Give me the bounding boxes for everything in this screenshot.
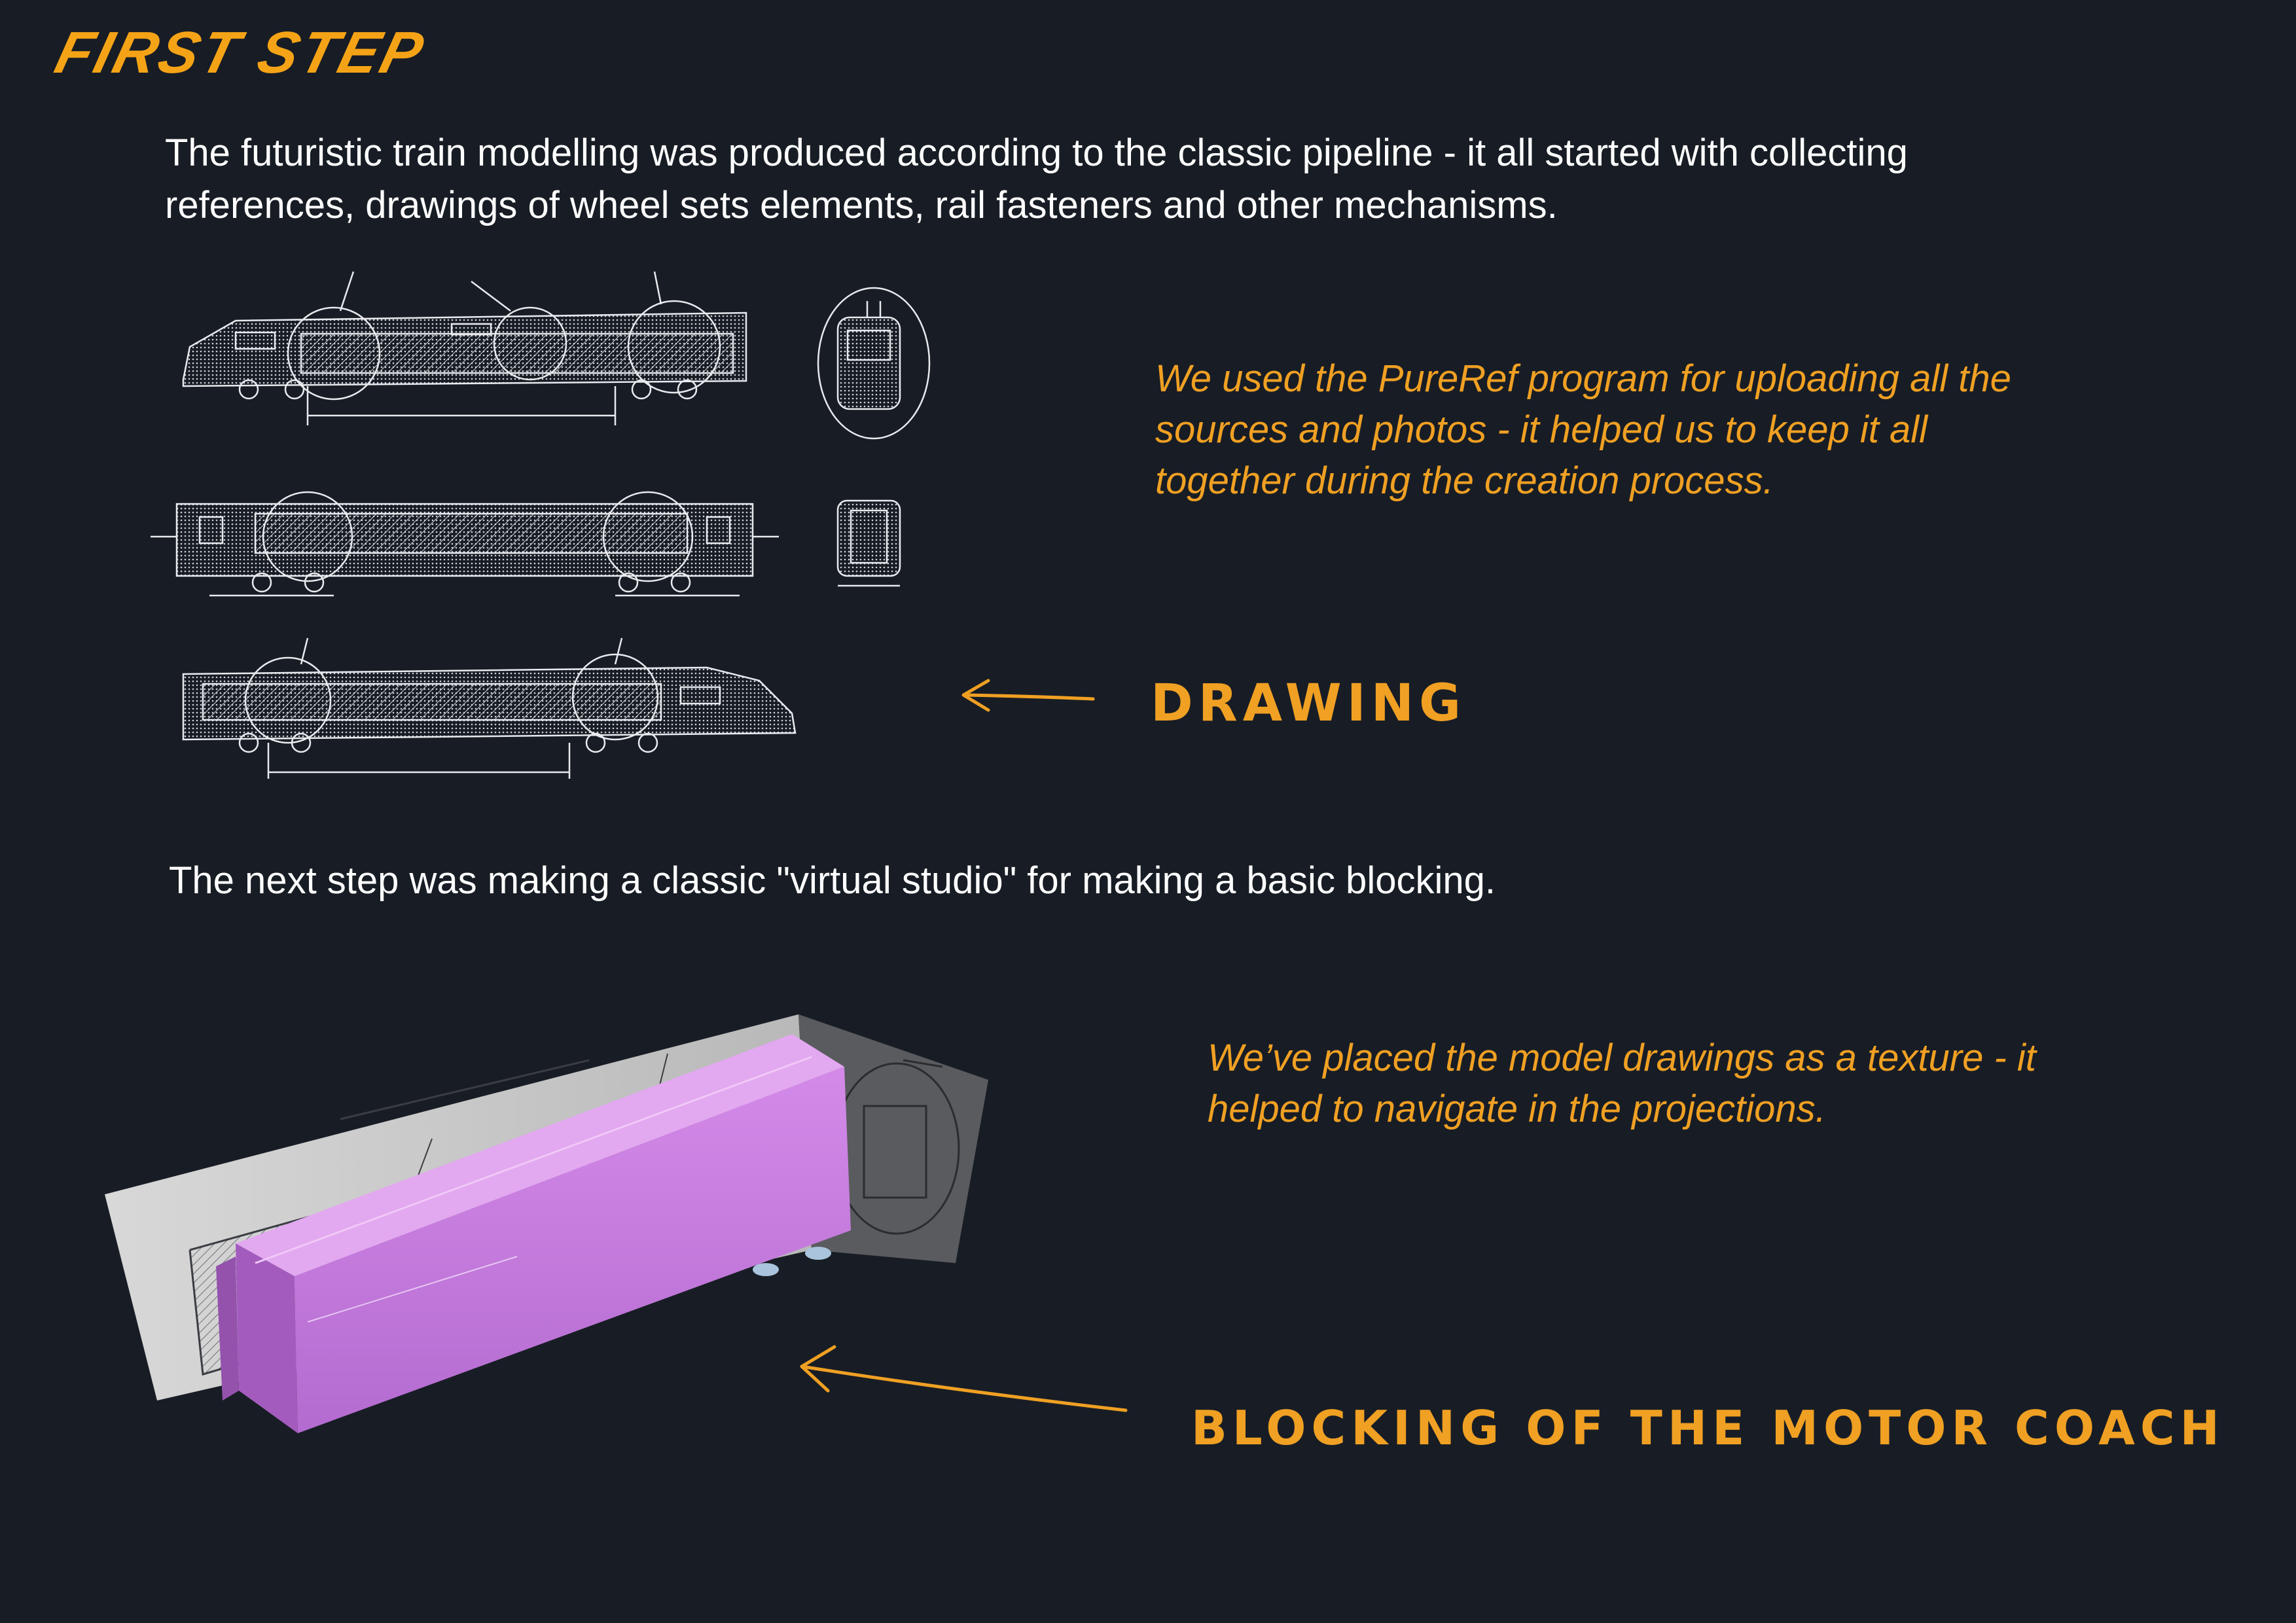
blocking-label: BLOCKING OF THE MOTOR COACH <box>1191 1400 2225 1455</box>
motor-coach-blocking-model <box>216 1034 851 1433</box>
drawing-intermediate-car-side <box>151 491 779 597</box>
page-title: FIRST STEP <box>48 20 432 86</box>
drawing-head-car-side <box>182 271 747 425</box>
pureref-note: We used the PureRef program for uploadin… <box>1155 353 2202 507</box>
intro-paragraph: The futuristic train modelling was produ… <box>165 127 2194 232</box>
texture-note: We’ve placed the model drawings as a tex… <box>1208 1033 2222 1135</box>
texture-note-line-1: We’ve placed the model drawings as a tex… <box>1208 1037 2036 1079</box>
texture-note-line-2: helped to navigate in the projections. <box>1208 1088 1826 1130</box>
virtual-studio-illustration <box>105 1014 988 1433</box>
next-step-paragraph: The next step was making a classic "virt… <box>169 859 1496 902</box>
train-technical-drawings <box>151 271 931 779</box>
pureref-note-line-3: together during the creation process. <box>1155 459 1774 502</box>
drawing-arrow-icon <box>961 679 1095 712</box>
intro-line-1: The futuristic train modelling was produ… <box>165 132 1908 174</box>
drawing-label: DRAWING <box>1151 674 1467 733</box>
drawing-intermediate-car-front <box>836 499 901 587</box>
pureref-note-line-1: We used the PureRef program for uploadin… <box>1155 357 2011 400</box>
intro-line-2: references, drawings of wheel sets eleme… <box>165 184 1558 226</box>
drawing-head-car-front <box>817 287 931 440</box>
blocking-arrow-icon <box>800 1345 1128 1412</box>
pureref-note-line-2: sources and photos - it helped us to kee… <box>1155 408 1928 451</box>
drawing-tail-car-side <box>182 637 797 779</box>
